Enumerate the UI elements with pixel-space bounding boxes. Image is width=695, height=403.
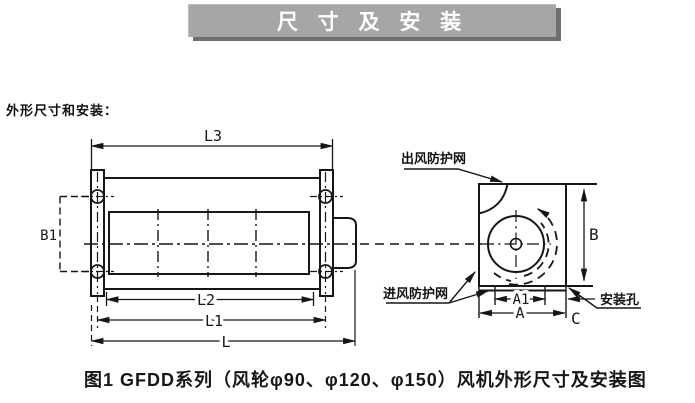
- dim-l2-label: L2: [197, 291, 215, 309]
- dimension-c: C: [566, 295, 595, 332]
- dim-a1-label: A1: [513, 292, 530, 308]
- volute-tongue-curve: [478, 183, 509, 215]
- flange-right: [319, 169, 334, 297]
- mounting-hole-bottom-left: [90, 264, 105, 279]
- dimension-l2: L2: [105, 288, 315, 313]
- dimension-b1: B1: [37, 195, 91, 273]
- impeller-centerlines: [157, 209, 257, 277]
- mounting-hole-top-left: [90, 189, 105, 204]
- figure-caption: 图1 GFDD系列（风轮φ90、φ120、φ150）风机外形尺寸及安装图: [84, 370, 647, 390]
- motor-protrusion: [333, 217, 357, 269]
- dimension-b: B: [580, 188, 602, 282]
- end-view-outline: [478, 183, 567, 287]
- mounting-hole-bottom-right: [318, 264, 333, 279]
- airflow-arc-inner: [523, 222, 550, 277]
- title-banner: 尺 寸 及 安 装: [188, 4, 556, 37]
- fan-body-outline: [103, 177, 321, 290]
- flange-centerlines: [96, 172, 327, 294]
- dim-b1-label: B1: [40, 228, 57, 244]
- dim-l3-label: L3: [204, 127, 222, 145]
- end-view-drawing: B A1 A C 出风防护网 进风防: [383, 151, 641, 332]
- outlet-guard-callout: 出风防护网: [401, 151, 504, 183]
- dimension-l3: L3: [90, 124, 334, 170]
- mounting-hole-callout: 安装孔: [568, 287, 641, 309]
- dim-l1-label: L1: [205, 312, 223, 330]
- dimension-l: L: [90, 270, 357, 355]
- outlet-guard-leader: [404, 168, 504, 183]
- hole-centerlines: [81, 195, 343, 273]
- fan-inlet-opening: [108, 211, 310, 275]
- section-label: 外形尺寸和安装：: [6, 103, 119, 118]
- dimension-a1: A1: [493, 289, 547, 312]
- dim-b-label: B: [589, 225, 599, 244]
- inlet-guard-callout: 进风防护网: [383, 271, 490, 304]
- inlet-guard-label: 进风防护网: [383, 286, 448, 301]
- airflow-arc-outer: [508, 208, 558, 286]
- dimension-l1: L1: [96, 296, 327, 334]
- title-banner-text: 尺 寸 及 安 装: [276, 11, 469, 34]
- mounting-hole-label: 安装孔: [600, 292, 639, 307]
- dim-l-label: L: [221, 333, 230, 351]
- dim-a-label: A: [515, 304, 524, 322]
- dimension-a: A: [478, 301, 567, 326]
- side-view-drawing: B1 L3 L2 L1: [37, 124, 482, 355]
- dim-c-label: C: [571, 309, 581, 328]
- mounting-hole-leader: [568, 287, 641, 309]
- inlet-guard-leader-1: [448, 271, 476, 304]
- outlet-guard-label: 出风防护网: [401, 151, 466, 166]
- mounting-hole-top-right: [318, 189, 333, 204]
- airflow-arc-bottom: [493, 272, 512, 282]
- inlet-guard-leader-2: [448, 290, 490, 304]
